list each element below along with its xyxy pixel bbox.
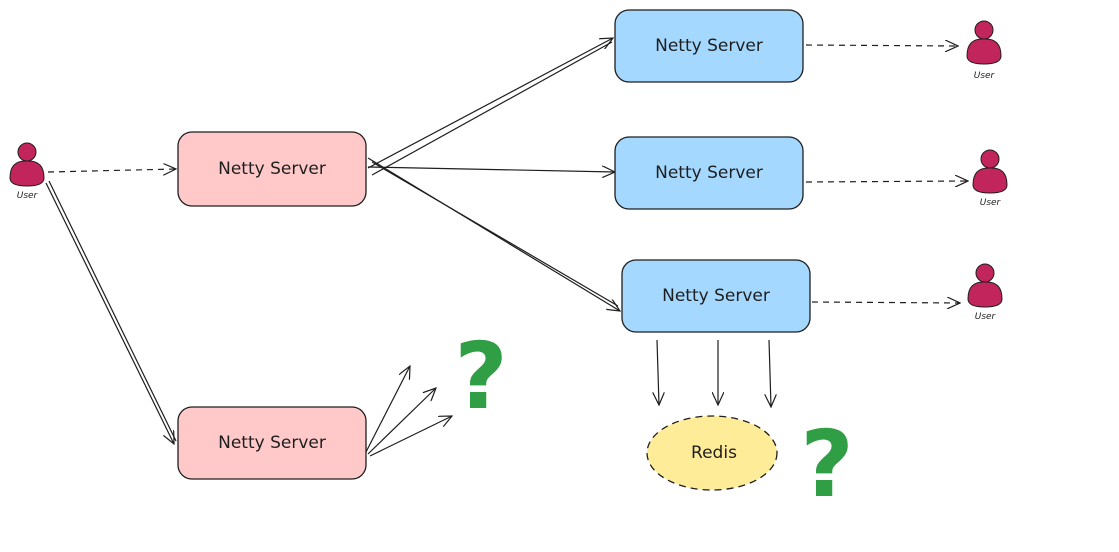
arrow-user-to-second-server	[45, 182, 174, 444]
question-mark-redis: ?	[800, 411, 853, 518]
target-server-3-node: Netty Server	[621, 259, 811, 333]
target-user-2-label: User	[980, 198, 1002, 208]
source-user-label: User	[17, 191, 39, 201]
arrow-origin-to-target-1	[367, 38, 613, 169]
target-server-1-node: Netty Server	[614, 9, 804, 83]
user-icon	[967, 263, 1003, 308]
second-server-label: Netty Server	[218, 433, 326, 453]
target-server-2-node: Netty Server	[614, 136, 804, 210]
question-mark-unknown-destination: ?	[454, 323, 507, 430]
arrow-origin-to-target-1-shadow	[371, 41, 613, 176]
arrow-target-1-to-user	[805, 45, 958, 46]
target-server-1-label: Netty Server	[655, 36, 763, 56]
arrow-origin-to-target-3-shadow	[371, 161, 619, 307]
target-user-1-label: User	[974, 71, 996, 81]
arrow-target-3-to-redis-1	[657, 339, 659, 405]
origin-server-label: Netty Server	[218, 159, 326, 179]
target-server-3-label: Netty Server	[662, 286, 770, 306]
arrow-origin-to-target-2	[367, 167, 615, 172]
arrow-origin-to-target-3	[367, 157, 620, 311]
arrow-target-3-to-user	[811, 302, 960, 303]
user-icon	[972, 149, 1008, 194]
second-server-node: Netty Server	[177, 406, 367, 480]
target-user-3: User	[967, 263, 1003, 322]
arrow-user-to-origin-server	[47, 169, 176, 172]
connectors	[45, 38, 968, 457]
user-icon	[9, 142, 45, 187]
target-user-3-label: User	[975, 312, 997, 322]
redis-node: Redis	[646, 415, 778, 491]
origin-server-node: Netty Server	[177, 131, 367, 207]
arrow-second-to-unknown-1	[365, 366, 410, 453]
redis-label: Redis	[691, 443, 737, 463]
target-server-2-label: Netty Server	[655, 163, 763, 183]
arrow-user-to-second-server-shadow	[48, 180, 177, 442]
target-user-1: User	[966, 20, 1002, 81]
arrow-target-3-to-redis-3	[769, 339, 771, 407]
arrow-target-2-to-user	[805, 181, 968, 182]
arrow-second-to-unknown-2	[367, 388, 436, 455]
user-icon	[966, 20, 1002, 65]
arrow-second-to-unknown-3	[369, 416, 452, 457]
target-user-2: User	[972, 149, 1008, 208]
source-user: User	[9, 142, 45, 201]
